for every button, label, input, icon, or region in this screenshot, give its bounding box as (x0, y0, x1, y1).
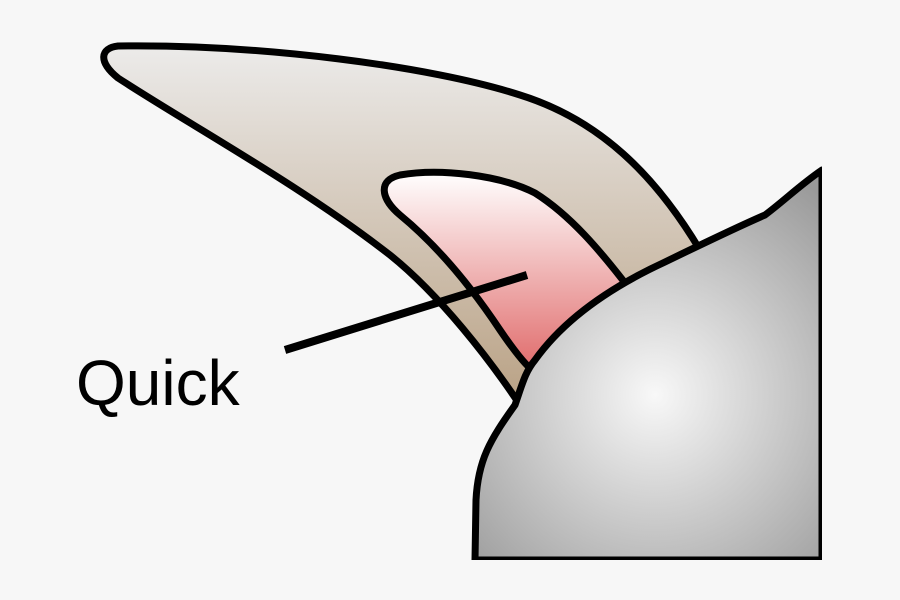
toe-shape (471, 166, 826, 564)
quick-leader-line (283, 271, 529, 354)
toe-bottom-mask (470, 560, 830, 580)
toe-edge-mask (822, 160, 832, 570)
quick-label: Quick (76, 347, 241, 419)
